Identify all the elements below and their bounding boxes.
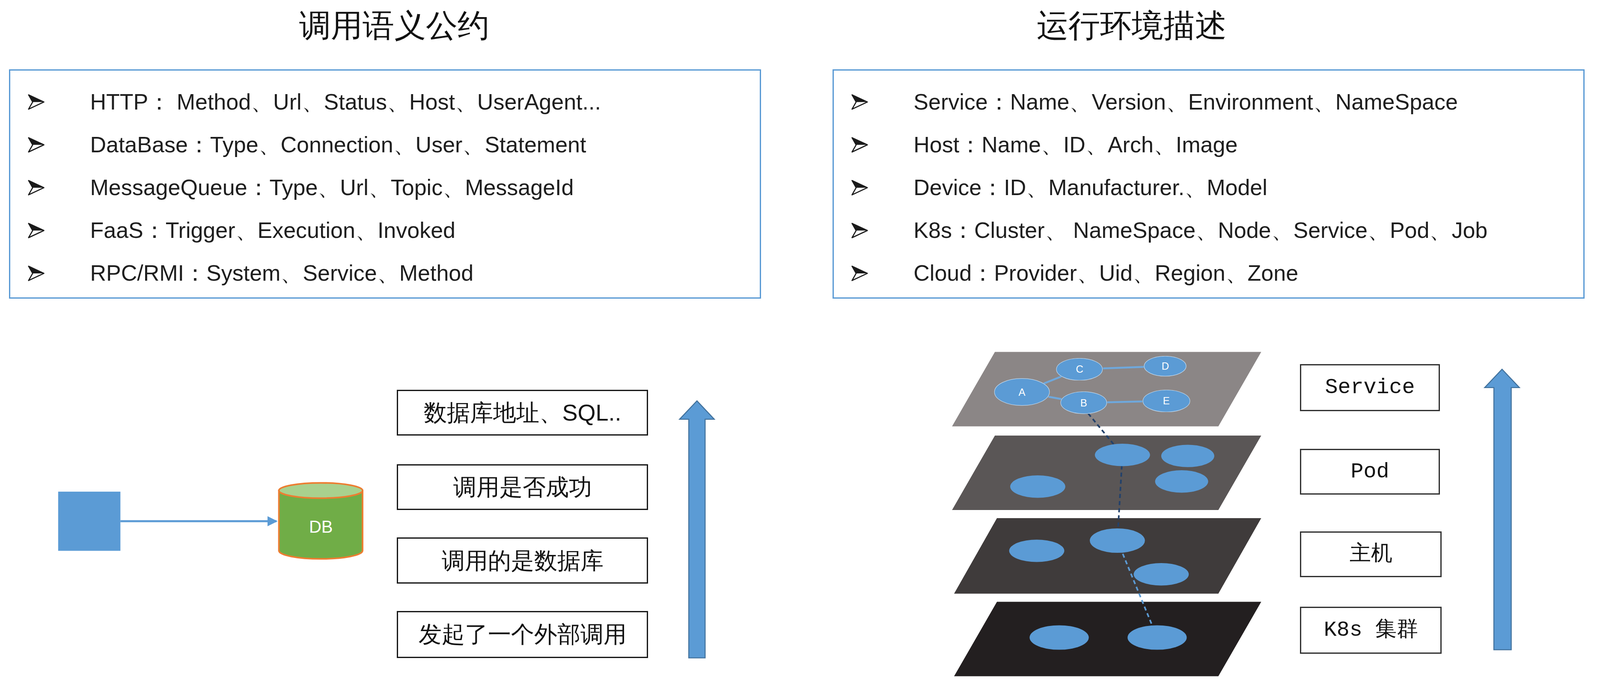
tag-label: K8s 集群 [1323, 617, 1419, 644]
circle-label: A [1018, 386, 1026, 399]
cluster-layer [954, 602, 1262, 677]
circle-label: B [1080, 397, 1088, 410]
semantic-box: 发起了一个外部调用 [396, 611, 648, 659]
panel-body: HTTP： Method、Url、Status、Host、UserAgent..… [89, 80, 601, 295]
attribute-line: Cloud：Provider、Uid、Region、Zone [913, 251, 1299, 295]
layer-tag: K8s 集群 [1299, 606, 1442, 655]
host-layer [954, 518, 1262, 594]
circle-label: E [1162, 395, 1170, 408]
semantic-box: 数据库地址、SQL.. [396, 389, 648, 436]
ellipse-fill [1142, 389, 1190, 412]
panel-body: Service：Name、Version、Environment、NameSpa… [913, 80, 1488, 295]
cluster-ellipse [1029, 625, 1089, 650]
attribute-line: FaaS：Trigger、Execution、Invoked [89, 208, 456, 252]
link-line [1048, 396, 1062, 399]
box-label: 调用是否成功 [453, 473, 592, 502]
panel-title: 调用语义公约 [299, 7, 490, 44]
link-line [1103, 367, 1145, 369]
dashed-trace [1083, 408, 1123, 542]
ellipse-fill [1144, 356, 1187, 377]
cylinder-top [279, 483, 363, 499]
call-arrow [120, 520, 277, 523]
service-layer [951, 351, 1261, 427]
layer-tag: Pod [1299, 449, 1440, 495]
semantic-box: 调用的是数据库 [396, 537, 648, 584]
box-label: 发起了一个外部调用 [418, 620, 627, 649]
tag-label: 主机 [1349, 541, 1393, 568]
ellipse-fill [994, 378, 1050, 406]
bullet [852, 223, 868, 238]
attribute-line: RPC/RMI：System、Service、Method [89, 251, 474, 295]
bullet [852, 180, 868, 195]
bullet [28, 266, 45, 281]
link-line [1043, 376, 1062, 384]
attribute-line: Host：Name、ID、Arch、Image [913, 123, 1238, 167]
service-node: D [1143, 356, 1187, 377]
circle-label: D [1161, 360, 1169, 373]
up-arrow [1484, 369, 1520, 651]
attribute-line: HTTP： Method、Url、Status、Host、UserAgent..… [89, 80, 601, 124]
dashed-trace [1117, 541, 1157, 638]
pod-ellipse [1161, 444, 1215, 467]
panel-title: 运行环境描述 [1036, 7, 1227, 44]
service-node: A [993, 378, 1050, 406]
pod-layer [951, 435, 1261, 511]
bullet [852, 137, 868, 152]
bullet [28, 95, 45, 110]
title-holder: 运行环境描述 [1036, 7, 1227, 44]
layer-tag: 主机 [1299, 531, 1442, 578]
attribute-line: MessageQueue：Type、Url、Topic、MessageId [89, 166, 574, 209]
attribute-line: Device：ID、Manufacturer.、Model [913, 166, 1268, 209]
up-arrow [679, 401, 715, 659]
service-node: E [1142, 389, 1191, 413]
bullet [852, 95, 868, 110]
attribute-panel: 运行环境描述Service：Name、Version、Environment、N… [832, 69, 1585, 299]
attribute-panel: 调用语义公约HTTP： Method、Url、Status、Host、UserA… [8, 69, 762, 299]
layer-ellipses [1009, 443, 1215, 651]
attribute-line: DataBase：Type、Connection、User、Statement [89, 123, 586, 167]
tag-label: Service [1324, 374, 1415, 401]
cylinder-body [279, 490, 363, 560]
host-ellipse [1133, 563, 1190, 586]
circle-label: C [1076, 363, 1084, 376]
host-ellipse [1089, 528, 1145, 554]
title-holder: 调用语义公约 [299, 7, 490, 44]
database-cylinder: DB [277, 481, 365, 561]
caller-square [58, 491, 121, 551]
bullet [28, 223, 45, 238]
cluster-ellipse [1127, 625, 1187, 650]
box-label: 调用的是数据库 [441, 547, 604, 575]
service-node: B [1060, 391, 1108, 414]
bullet [28, 137, 45, 152]
attribute-line: K8s：Cluster、 NameSpace、Node、Service、Pod、… [913, 208, 1488, 252]
bullet [852, 266, 868, 281]
link-line [1106, 401, 1143, 403]
attribute-line: Service：Name、Version、Environment、NameSpa… [913, 80, 1458, 124]
bullet-markers [28, 95, 868, 281]
bullet [28, 180, 45, 195]
ellipse-fill [1056, 358, 1103, 381]
db-label: DB [309, 517, 334, 537]
ellipse-fill [1060, 392, 1107, 414]
pod-ellipse [1010, 475, 1066, 498]
layer-tag: Service [1299, 364, 1440, 412]
box-label: 数据库地址、SQL.. [423, 398, 622, 427]
pod-ellipse [1155, 470, 1209, 493]
tag-label: Pod [1350, 459, 1389, 485]
host-ellipse [1009, 539, 1065, 563]
service-node: C [1055, 358, 1104, 381]
semantic-box: 调用是否成功 [396, 464, 648, 511]
pod-ellipse [1094, 443, 1151, 467]
